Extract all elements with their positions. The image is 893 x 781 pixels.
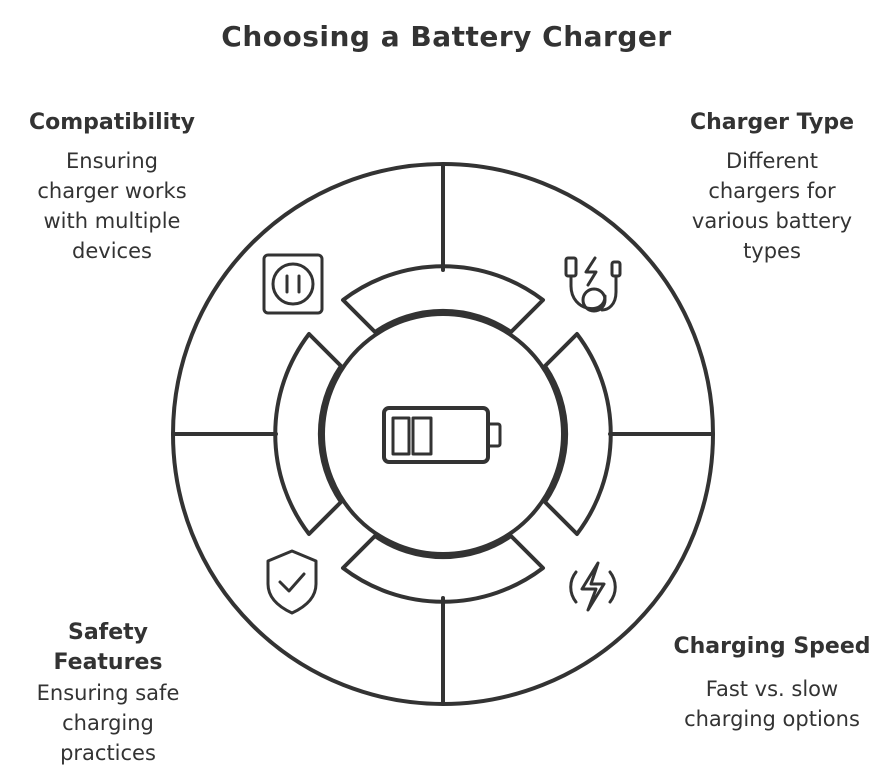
battery-icon [382, 406, 502, 464]
charging-speed-description: Fast vs. slow charging options [684, 677, 860, 731]
center-circle [321, 312, 565, 556]
charging-cable-icon [564, 256, 622, 313]
charger-type-block: Charger Type Different chargers for vari… [664, 108, 880, 266]
arc-segment-bottom [341, 534, 545, 604]
charging-speed-block: Charging Speed Fast vs. slow charging op… [660, 632, 884, 734]
arc-segment-right [543, 332, 613, 536]
arc-segment-left [273, 332, 343, 536]
charger-type-heading: Charger Type [689, 110, 855, 135]
safety-features-description: Ensuring safe charging practices [36, 681, 180, 765]
safety-features-heading: Safety Features [53, 620, 163, 675]
charger-type-description: Different chargers for various battery t… [691, 149, 853, 263]
compatibility-description: Ensuring charger works with multiple dev… [37, 149, 187, 263]
shield-check-icon [266, 549, 318, 615]
safety-features-block: Safety Features Ensuring safe charging p… [8, 618, 208, 768]
fast-charge-icon [569, 561, 617, 612]
power-outlet-icon [262, 253, 324, 315]
arc-segment-top [341, 264, 545, 334]
page-title: Choosing a Battery Charger [221, 20, 672, 53]
charging-speed-heading: Charging Speed [673, 634, 871, 659]
compatibility-block: Compatibility Ensuring charger works wit… [12, 108, 212, 266]
compatibility-heading: Compatibility [28, 110, 196, 135]
